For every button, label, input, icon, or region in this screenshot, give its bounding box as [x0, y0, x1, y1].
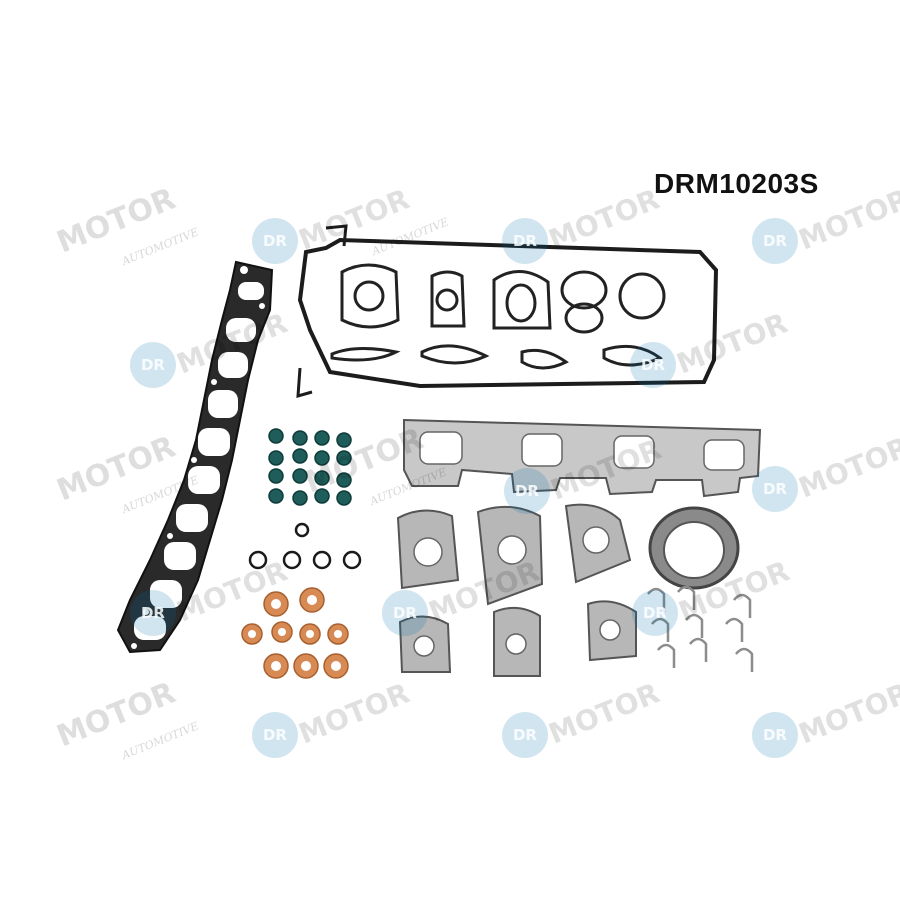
steel-gasket-bores — [413, 526, 621, 657]
o-rings — [248, 522, 362, 570]
copper-washers — [241, 587, 349, 679]
valve-cover-gasket — [296, 224, 719, 399]
copper-washer-holes — [248, 595, 342, 671]
exhaust-manifold-gasket — [403, 418, 762, 498]
part-number-label: DRM10203S — [654, 168, 819, 199]
exhaust-sealing-ring — [648, 506, 740, 590]
intake-manifold-gasket — [116, 260, 274, 654]
turbo-gasket-set — [330, 263, 666, 370]
spring-clips — [647, 585, 754, 672]
valve-stem-seals — [268, 428, 352, 506]
